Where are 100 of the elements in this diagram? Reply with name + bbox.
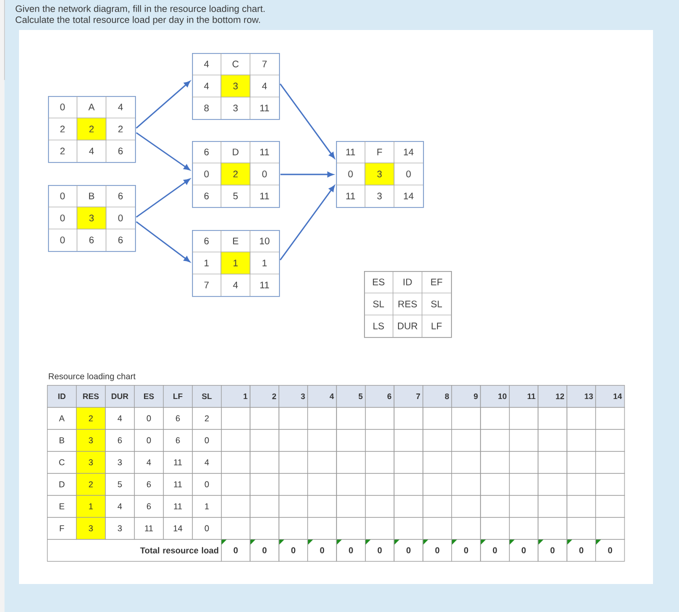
- arrow: [280, 185, 335, 260]
- header-cell: 1: [221, 385, 250, 408]
- total-cell: 0: [595, 539, 625, 562]
- field-text: F: [377, 148, 382, 156]
- field-text: 0: [118, 214, 123, 222]
- table-cell: 11: [134, 517, 164, 540]
- header-cell: 13: [566, 385, 596, 408]
- instruction-text: Given the network diagram, fill in the resource loading chart.: [16, 5, 265, 14]
- field-text: 0: [60, 236, 65, 244]
- field-text: 6: [118, 192, 123, 200]
- field-text: E: [233, 238, 238, 244]
- field-text: EF: [431, 278, 442, 286]
- header-cell: 7: [394, 385, 424, 408]
- field-text: 11: [260, 192, 269, 200]
- field-text: 11: [260, 148, 269, 156]
- highlighted-field: 2: [76, 118, 106, 140]
- field-text: 11: [346, 192, 355, 200]
- field-text: D: [232, 148, 238, 156]
- table-cell: 4: [105, 495, 135, 518]
- field-text: 4: [118, 104, 123, 110]
- table-cell: 3: [105, 517, 135, 540]
- field-text: 8: [204, 104, 209, 112]
- arrow: [136, 132, 190, 170]
- table-cell: 11: [163, 495, 193, 518]
- highlighted-field: 2: [220, 162, 250, 186]
- header-cell: 11: [509, 385, 538, 408]
- table-cell: 0: [192, 429, 222, 452]
- table-cell: 3: [105, 451, 135, 474]
- arrow: [280, 172, 334, 178]
- header-cell: ID: [47, 385, 77, 408]
- table-cell: 0: [134, 429, 164, 452]
- field-text: SL: [431, 300, 442, 308]
- arrow: [136, 221, 190, 262]
- highlighted-cell: 3: [76, 429, 106, 452]
- table-cell: 4: [192, 451, 222, 474]
- table-cell: 2: [192, 407, 222, 430]
- field-text: 3: [233, 104, 238, 112]
- header-cell: 3: [278, 385, 308, 408]
- total-cell: 0: [336, 539, 366, 562]
- field-text: 4: [204, 82, 209, 90]
- table-cell: 6: [134, 473, 164, 496]
- field-text: 0: [262, 170, 267, 178]
- header-cell: RES: [76, 385, 106, 408]
- total-cell: 0: [307, 539, 337, 562]
- field-text: RES: [398, 300, 417, 308]
- field-text: LS: [373, 322, 384, 330]
- field-text: 6: [204, 192, 209, 200]
- field-text: 6: [118, 236, 123, 244]
- total-cell: 0: [538, 539, 568, 562]
- field-text: 2: [118, 126, 123, 132]
- field-text: 11: [260, 282, 269, 288]
- total-cell: 0: [221, 539, 250, 562]
- field-text: C: [232, 60, 239, 68]
- field-text: 0: [348, 170, 353, 178]
- header-cell: ES: [134, 385, 164, 408]
- total-cell: 0: [422, 539, 452, 562]
- table-cell: 6: [134, 495, 164, 518]
- field-text: 4: [233, 282, 238, 288]
- total-cell: 0: [566, 539, 596, 562]
- table-cell: 14: [163, 517, 193, 540]
- header-cell: SL: [192, 385, 222, 408]
- total-cell: 0: [250, 539, 280, 562]
- field-text: 5: [233, 192, 238, 200]
- field-text: 10: [260, 238, 270, 244]
- highlighted-cell: 3: [76, 517, 106, 540]
- total-cell: 0: [394, 539, 424, 562]
- field-text: 14: [404, 192, 414, 200]
- field-text: 14: [404, 148, 414, 156]
- highlighted-cell: 2: [76, 407, 106, 430]
- table-cell: 5: [105, 473, 135, 496]
- table-cell: 4: [134, 451, 164, 474]
- highlighted-field: 1: [220, 252, 250, 274]
- field-text: 7: [204, 282, 209, 288]
- table-cell: 6: [163, 429, 193, 452]
- table-cell: 0: [192, 517, 222, 540]
- arrow: [280, 83, 335, 159]
- field-text: 11: [346, 148, 355, 156]
- table-cell: 1: [192, 495, 222, 518]
- header-cell: 9: [451, 385, 481, 408]
- field-text: 1: [262, 260, 267, 266]
- field-text: 6: [118, 148, 123, 154]
- highlighted-cell: 2: [76, 473, 106, 496]
- field-text: 6: [89, 236, 94, 244]
- table-cell: 0: [192, 473, 222, 496]
- field-text: 1: [204, 260, 209, 266]
- table-cell: 11: [163, 451, 193, 474]
- total-cell: 0: [451, 539, 481, 562]
- header-cell: 10: [480, 385, 510, 408]
- field-text: DUR: [398, 322, 418, 330]
- header-cell: DUR: [105, 385, 135, 408]
- header-cell: 14: [595, 385, 625, 408]
- table-cell: 4: [105, 407, 135, 430]
- field-text: 0: [60, 104, 65, 110]
- total-cell: 0: [278, 539, 308, 562]
- highlighted-field: 3: [364, 162, 394, 186]
- table-cell: 0: [134, 407, 164, 430]
- header-cell: 12: [538, 385, 568, 408]
- field-text: 4: [262, 82, 267, 90]
- field-text: B: [89, 192, 94, 200]
- field-text: 11: [260, 104, 269, 112]
